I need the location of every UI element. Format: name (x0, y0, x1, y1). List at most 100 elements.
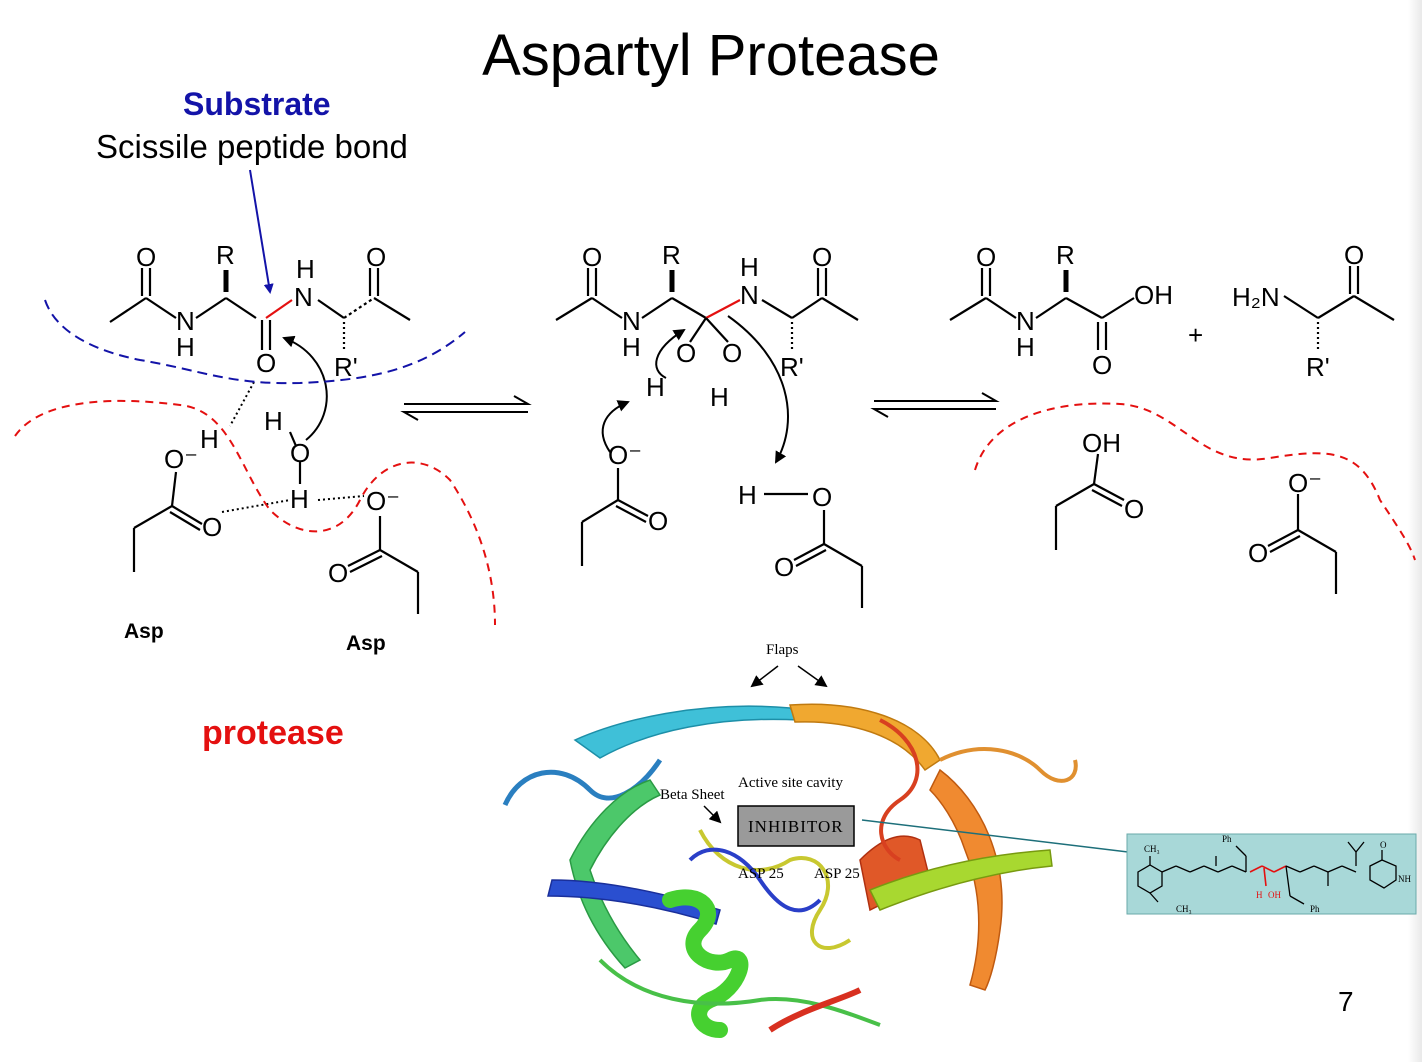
loop-blue-center (688, 847, 822, 913)
scissile-pointer-arrow (249, 169, 274, 294)
svg-text:O: O (676, 338, 696, 368)
svg-text:R: R (662, 240, 681, 270)
methyl-bottom: CH₃ (1176, 904, 1192, 914)
flap-ribbon-left (573, 705, 802, 759)
svg-text:O: O (202, 512, 222, 542)
red-strand-bottom (768, 987, 862, 1033)
asp-label-right: Asp (346, 632, 386, 655)
orange-sheet-right (929, 768, 1003, 991)
svg-text:R': R' (1306, 352, 1330, 382)
svg-text:O: O (648, 506, 668, 536)
svg-text:O: O (290, 438, 310, 468)
svg-text:O: O (256, 348, 276, 378)
protease-label: protease (202, 714, 344, 752)
svg-text:H: H (740, 252, 759, 282)
svg-text:H: H (296, 254, 315, 284)
atoms-left: O R N H O H N R' O H O⁻ H O H O O⁻ O Asp… (124, 240, 400, 655)
protease-boundary-right (974, 402, 1416, 561)
atoms-middle: O R N H H N O O H O H R' O⁻ O H O O (582, 240, 832, 582)
scissile-bond-label: Scissile peptide bond (96, 128, 408, 165)
loop-right-top (939, 747, 1078, 783)
beta-sheet-left (569, 779, 662, 969)
svg-text:O: O (1092, 350, 1112, 380)
svg-text:OH: OH (1134, 280, 1173, 310)
hbond-dashes (221, 381, 365, 513)
svg-text:H: H (710, 382, 729, 412)
equilibrium-arrow-1 (400, 395, 532, 421)
svg-text:OH: OH (1082, 428, 1121, 458)
svg-text:O⁻: O⁻ (1288, 468, 1322, 498)
substrate-boundary (44, 299, 466, 385)
flaps-label: Flaps (766, 642, 799, 658)
yellow-green-sheet (868, 849, 1053, 911)
svg-text:O: O (582, 242, 602, 272)
blue-strand (547, 879, 721, 925)
svg-text:H: H (290, 484, 309, 514)
svg-text:N: N (294, 282, 313, 312)
svg-text:O: O (136, 242, 156, 272)
svg-text:+: + (1188, 320, 1203, 350)
svg-text:O⁻: O⁻ (366, 486, 400, 516)
beta-sheet-label: Beta Sheet (660, 787, 725, 803)
active-site-label: Active site cavity (738, 775, 843, 791)
slide-title: Aspartyl Protease (482, 23, 940, 88)
asp-label-left: Asp (124, 620, 164, 643)
svg-text:R: R (216, 240, 235, 270)
svg-text:H₂N: H₂N (1232, 282, 1280, 312)
inhibitor-structure: CH₃ CH₃ Ph Ph H OH NH O (1126, 833, 1417, 915)
flap-ribbon-right (789, 703, 941, 772)
curved-arrow-collapse (727, 315, 789, 464)
inhibitor-box (737, 805, 855, 847)
inhibitor-connector (861, 819, 1129, 853)
hydroxyl-h: H (1256, 890, 1263, 900)
svg-text:H: H (738, 480, 757, 510)
protease-boundary-left (14, 399, 496, 626)
svg-text:O: O (1248, 538, 1268, 568)
svg-text:O: O (812, 242, 832, 272)
svg-text:R': R' (780, 352, 804, 382)
svg-text:H: H (622, 332, 641, 362)
products (949, 266, 1395, 594)
svg-text:O: O (976, 242, 996, 272)
svg-text:O: O (1124, 494, 1144, 524)
svg-text:O: O (366, 242, 386, 272)
substrate-left (109, 268, 420, 614)
green-helix (662, 889, 749, 1038)
page-number: 7 (1338, 986, 1354, 1017)
svg-text:N: N (622, 306, 641, 336)
svg-text:N: N (740, 280, 759, 310)
loop-red-right (879, 718, 920, 862)
svg-text:H: H (200, 424, 219, 454)
svg-text:R': R' (334, 352, 358, 382)
substrate-label: Substrate (183, 86, 331, 122)
svg-text:O: O (328, 558, 348, 588)
ring-nh: NH (1398, 874, 1411, 884)
loop-bottom (598, 958, 881, 1027)
svg-text:O: O (722, 338, 742, 368)
svg-text:N: N (176, 306, 195, 336)
svg-text:O: O (1344, 240, 1364, 270)
curved-arrow-proton-2 (601, 400, 630, 453)
svg-text:H: H (264, 406, 283, 436)
svg-text:H: H (646, 372, 665, 402)
svg-text:R: R (1056, 240, 1075, 270)
atoms-right: O R N H OH O + H₂N R' O OH O O⁻ O (976, 240, 1364, 568)
asp25-right-label: ASP 25 (814, 866, 860, 882)
equilibrium-arrow-2 (870, 392, 1000, 418)
slide-edge (1408, 0, 1422, 1062)
svg-text:O: O (774, 552, 794, 582)
inhibitor-label: INHIBITOR (748, 817, 844, 836)
svg-text:O: O (812, 482, 832, 512)
ring-carbonyl: O (1380, 840, 1387, 850)
curved-arrow-water-attack (282, 335, 328, 441)
svg-text:H: H (176, 332, 195, 362)
hydroxyl-oh: OH (1268, 890, 1281, 900)
curved-arrow-proton-1 (655, 328, 686, 379)
methyl-top: CH₃ (1144, 844, 1160, 854)
phenyl-top: Ph (1222, 834, 1232, 844)
svg-text:O⁻: O⁻ (164, 444, 198, 474)
intermediate (555, 268, 864, 608)
phenyl-bottom: Ph (1310, 904, 1320, 914)
asp25-left-label: ASP 25 (738, 866, 784, 882)
